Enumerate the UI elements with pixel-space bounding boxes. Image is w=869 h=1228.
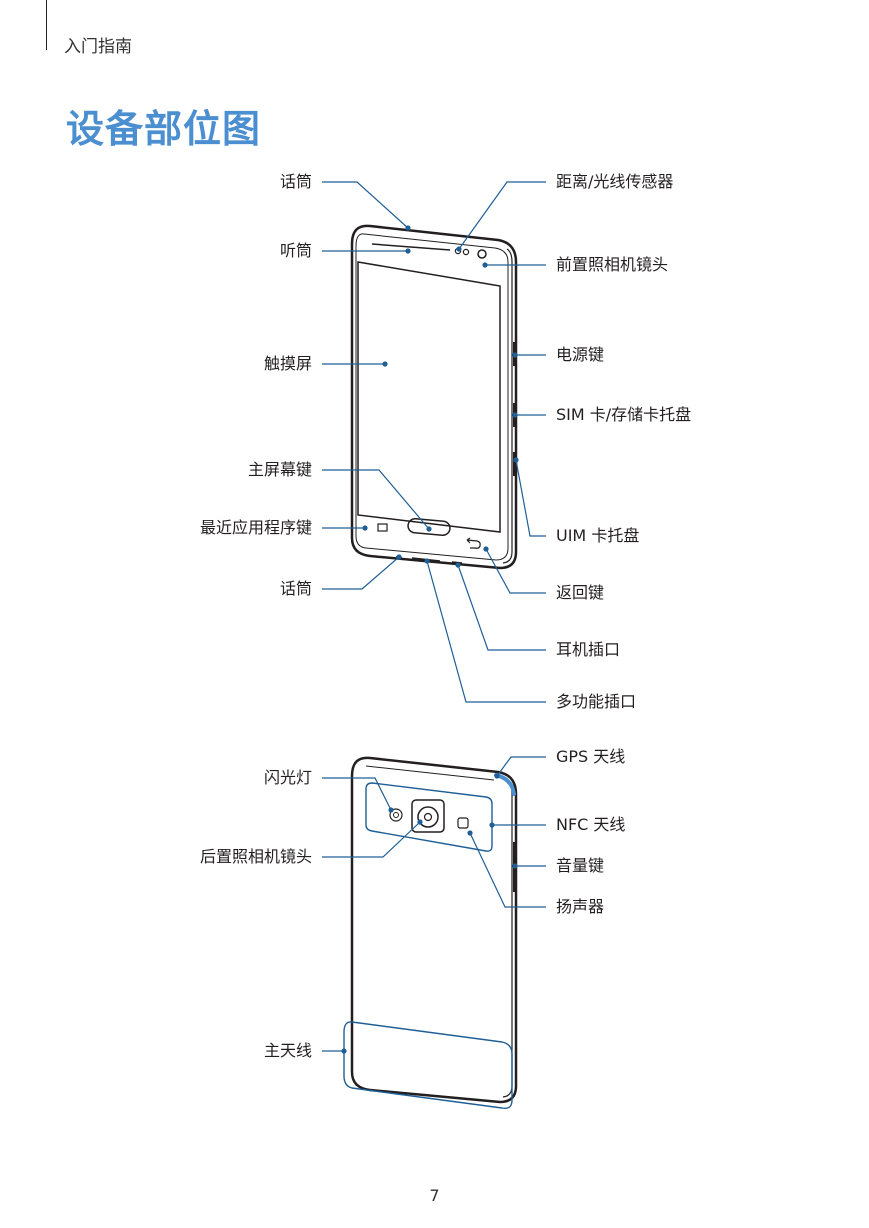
label-mic-bottom: 话筒 xyxy=(279,579,312,598)
breadcrumb: 入门指南 xyxy=(64,37,132,57)
front-camera-lens xyxy=(477,249,487,259)
label-front-camera: 前置照相机镜头 xyxy=(556,255,669,274)
flash-inner xyxy=(393,812,399,818)
leader-line-dots xyxy=(341,225,519,1054)
speaker-grille xyxy=(457,817,469,829)
label-speaker: 扬声器 xyxy=(556,897,605,916)
back-key-icon xyxy=(466,537,481,549)
rear-camera-housing xyxy=(411,799,445,833)
recent-apps-key-icon xyxy=(377,523,388,532)
front-bezel-inner xyxy=(355,233,509,561)
back-top-edge xyxy=(365,765,495,781)
label-earphone-jack: 耳机插口 xyxy=(556,640,621,659)
uim-tray-slot xyxy=(513,452,516,476)
label-volume-key: 音量键 xyxy=(556,856,605,875)
label-recent-apps-key: 最近应用程序键 xyxy=(199,518,312,537)
page-number: 7 xyxy=(429,1186,440,1205)
front-phone-body xyxy=(350,224,518,570)
label-gps-antenna: GPS 天线 xyxy=(556,747,626,766)
front-phone-side-edge xyxy=(502,248,513,564)
front-phone-illustration xyxy=(350,224,518,570)
label-back-key: 返回键 xyxy=(556,583,605,602)
proximity-sensor-dot xyxy=(462,248,470,256)
earphone-jack-port xyxy=(451,561,463,564)
earpiece-grille xyxy=(371,243,451,251)
label-nfc-antenna: NFC 天线 xyxy=(556,815,626,834)
label-multipurpose-jack: 多功能插口 xyxy=(556,692,637,711)
label-sim-tray: SIM 卡/存储卡托盘 xyxy=(556,405,692,424)
back-phone-body xyxy=(350,756,518,1104)
main-antenna-outline xyxy=(343,1021,513,1110)
label-uim-tray: UIM 卡托盘 xyxy=(556,526,640,545)
label-touchscreen: 触摸屏 xyxy=(263,354,312,373)
label-main-antenna: 主天线 xyxy=(263,1041,312,1060)
page-title: 设备部位图 xyxy=(66,107,262,151)
home-key-shape xyxy=(407,518,451,536)
label-home-key: 主屏幕键 xyxy=(247,460,312,479)
label-earpiece: 听筒 xyxy=(279,241,312,260)
header-rule xyxy=(46,0,47,50)
label-flash: 闪光灯 xyxy=(263,768,312,787)
label-rear-camera: 后置照相机镜头 xyxy=(199,847,312,866)
rear-camera-lens-outer xyxy=(417,806,439,828)
rear-camera-lens-inner xyxy=(423,812,433,822)
label-proximity-sensor: 距离/光线传感器 xyxy=(556,172,674,191)
flash-outer xyxy=(389,808,403,822)
back-phone-side-edge xyxy=(502,780,513,1098)
label-power-key: 电源键 xyxy=(556,345,605,364)
label-mic-top: 话筒 xyxy=(279,172,312,191)
touchscreen-display xyxy=(357,261,501,533)
leader-lines xyxy=(322,181,546,1052)
nfc-antenna-outline xyxy=(365,782,493,852)
